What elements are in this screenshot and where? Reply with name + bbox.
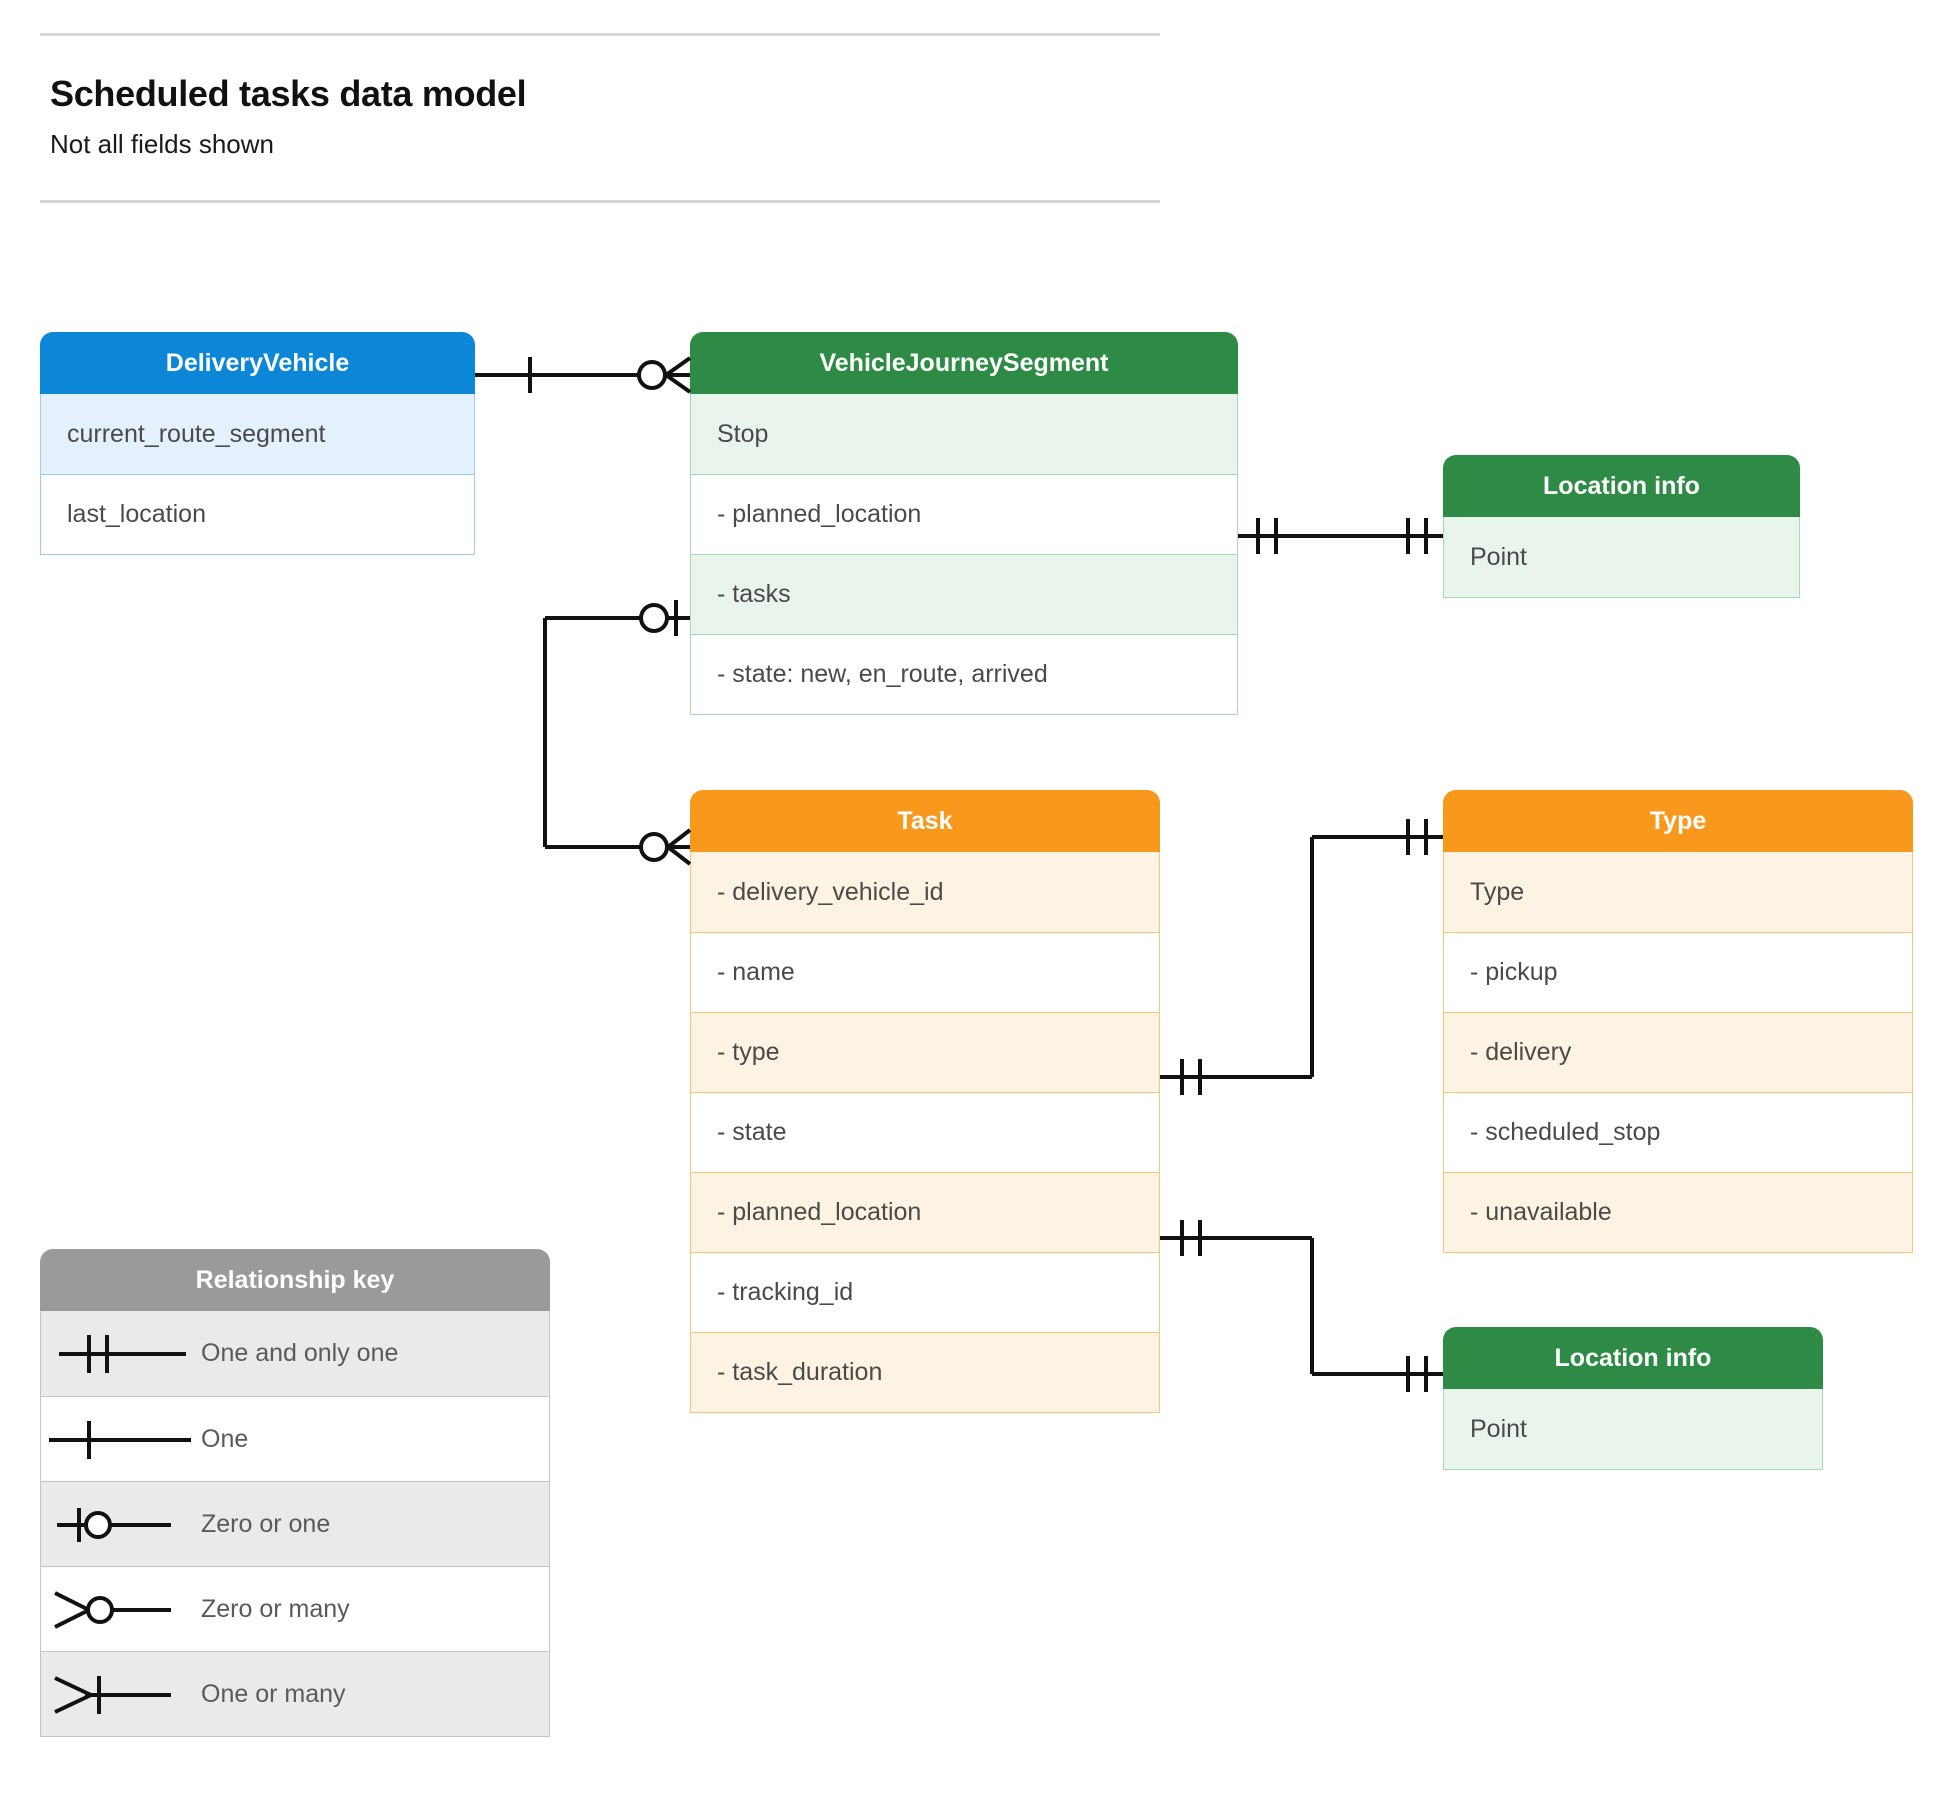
entity-location-info-bottom-title: Location info — [1443, 1327, 1823, 1389]
list-item[interactable]: Zero or many — [41, 1566, 549, 1651]
table-row[interactable]: - tasks — [691, 554, 1237, 634]
entity-task[interactable]: Task - delivery_vehicle_id - name - type… — [690, 790, 1160, 1413]
list-item[interactable]: One or many — [41, 1651, 549, 1736]
table-row[interactable]: - planned_location — [691, 1172, 1159, 1252]
table-row[interactable]: - task_duration — [691, 1332, 1159, 1412]
entity-delivery-vehicle-title: DeliveryVehicle — [40, 332, 475, 394]
table-row[interactable]: last_location — [41, 474, 474, 554]
header-divider-top — [40, 33, 1160, 36]
entity-vehicle-journey-segment-rows: Stop - planned_location - tasks - state:… — [690, 394, 1238, 715]
list-item-label: Zero or one — [201, 1509, 331, 1538]
entity-vehicle-journey-segment[interactable]: VehicleJourneySegment Stop - planned_loc… — [690, 332, 1238, 715]
table-row[interactable]: - name — [691, 932, 1159, 1012]
table-row[interactable]: - state — [691, 1092, 1159, 1172]
entity-location-info-top[interactable]: Location info Point — [1443, 455, 1800, 598]
one-icon — [41, 1397, 201, 1482]
entity-task-title: Task — [690, 790, 1160, 852]
one-and-only-one-icon — [41, 1311, 201, 1396]
list-item-label: One and only one — [201, 1339, 399, 1367]
entity-type[interactable]: Type Type - pickup - delivery - schedule… — [1443, 790, 1913, 1253]
relationship-key-title: Relationship key — [40, 1249, 550, 1311]
page-subtitle: Not all fields shown — [50, 129, 274, 159]
entity-delivery-vehicle-rows: current_route_segment last_location — [40, 394, 475, 555]
table-row[interactable]: - type — [691, 1012, 1159, 1092]
page-title: Scheduled tasks data model — [50, 73, 527, 114]
connector-planned-location-to-location-info-top — [1238, 518, 1443, 554]
entity-type-rows: Type - pickup - delivery - scheduled_sto… — [1443, 852, 1913, 1253]
zero-or-many-icon — [41, 1567, 201, 1652]
zero-or-one-icon — [41, 1482, 201, 1567]
entity-location-info-top-title: Location info — [1443, 455, 1800, 517]
table-row[interactable]: - scheduled_stop — [1444, 1092, 1912, 1172]
relationship-key-rows: One and only one One — [40, 1311, 550, 1737]
entity-vehicle-journey-segment-title: VehicleJourneySegment — [690, 332, 1238, 394]
table-row[interactable]: - state: new, en_route, arrived — [691, 634, 1237, 714]
table-row[interactable]: current_route_segment — [41, 394, 474, 474]
table-row[interactable]: Stop — [691, 394, 1237, 474]
table-row[interactable]: Point — [1444, 517, 1799, 597]
table-row[interactable]: Type — [1444, 852, 1912, 932]
entity-delivery-vehicle[interactable]: DeliveryVehicle current_route_segment la… — [40, 332, 475, 555]
entity-location-info-bottom[interactable]: Location info Point — [1443, 1327, 1823, 1470]
connector-tasks-to-task — [543, 600, 692, 866]
table-row[interactable]: - tracking_id — [691, 1252, 1159, 1332]
entity-type-title: Type — [1443, 790, 1913, 852]
entity-location-info-bottom-rows: Point — [1443, 1389, 1823, 1470]
connector-task-planned-location-to-location-info-bottom — [1160, 1220, 1443, 1392]
entity-location-info-top-rows: Point — [1443, 517, 1800, 598]
list-item-label: One — [201, 1424, 249, 1453]
table-row[interactable]: - planned_location — [691, 474, 1237, 554]
table-row[interactable]: - delivery_vehicle_id — [691, 852, 1159, 932]
list-item-label: One or many — [201, 1679, 346, 1708]
entity-task-rows: - delivery_vehicle_id - name - type - st… — [690, 852, 1160, 1413]
header-divider-bottom — [40, 200, 1160, 203]
connector-delivery-vehicle-to-journey-segment — [475, 356, 692, 394]
connector-task-type-to-type — [1160, 819, 1443, 1095]
table-row[interactable]: - unavailable — [1444, 1172, 1912, 1252]
table-row[interactable]: - pickup — [1444, 932, 1912, 1012]
list-item[interactable]: One and only one — [41, 1311, 549, 1396]
one-or-many-icon — [41, 1652, 201, 1737]
list-item[interactable]: One — [41, 1396, 549, 1481]
table-row[interactable]: Point — [1444, 1389, 1822, 1469]
list-item-label: Zero or many — [201, 1594, 350, 1623]
relationship-key-legend[interactable]: Relationship key One and only one — [40, 1249, 550, 1737]
list-item[interactable]: Zero or one — [41, 1481, 549, 1566]
table-row[interactable]: - delivery — [1444, 1012, 1912, 1092]
